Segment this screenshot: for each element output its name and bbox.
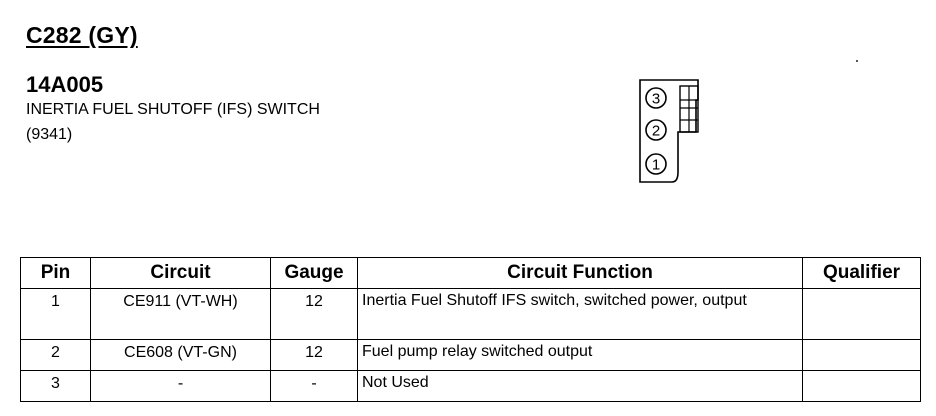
cell-function: Fuel pump relay switched output <box>357 339 803 371</box>
col-header-gauge: Gauge <box>270 257 358 289</box>
part-number: 14A005 <box>26 72 104 97</box>
pin-label-1: 1 <box>652 157 660 174</box>
scan-speck <box>856 60 858 62</box>
cell-pin: 3 <box>20 370 91 402</box>
connector-title: C282 (GY) <box>26 22 138 48</box>
cell-circuit: - <box>90 370 271 402</box>
cell-qualifier <box>802 288 921 340</box>
pin-label-3: 3 <box>652 91 660 108</box>
pin-label-2: 2 <box>652 123 660 140</box>
table-row: 1 CE911 (VT-WH) 12 Inertia Fuel Shutoff … <box>20 288 921 340</box>
connector-face-diagram: 3 2 1 <box>639 79 699 183</box>
component-code: (9341) <box>26 126 73 143</box>
cell-circuit: CE911 (VT-WH) <box>90 288 271 340</box>
table-row: 2 CE608 (VT-GN) 12 Fuel pump relay switc… <box>20 339 921 371</box>
component-name: INERTIA FUEL SHUTOFF (IFS) SWITCH <box>26 101 320 118</box>
cell-gauge: 12 <box>270 288 358 340</box>
pin-cavity-1 <box>645 153 667 175</box>
pin-cavity-2 <box>645 119 667 141</box>
pin-cavity-3 <box>645 87 667 109</box>
col-header-function: Circuit Function <box>357 257 803 289</box>
pin-table: Pin Circuit Gauge Circuit Function Quali… <box>20 257 921 402</box>
cell-qualifier <box>802 370 921 402</box>
cell-pin: 2 <box>20 339 91 371</box>
cell-function: Inertia Fuel Shutoff IFS switch, switche… <box>357 288 803 340</box>
col-header-pin: Pin <box>20 257 91 289</box>
table-header-row: Pin Circuit Gauge Circuit Function Quali… <box>20 257 921 289</box>
col-header-circuit: Circuit <box>90 257 271 289</box>
cell-function: Not Used <box>357 370 803 402</box>
table-row: 3 - - Not Used <box>20 370 921 402</box>
cell-gauge: 12 <box>270 339 358 371</box>
col-header-qualifier: Qualifier <box>802 257 921 289</box>
cell-pin: 1 <box>20 288 91 340</box>
cell-circuit: CE608 (VT-GN) <box>90 339 271 371</box>
cell-gauge: - <box>270 370 358 402</box>
cell-qualifier <box>802 339 921 371</box>
